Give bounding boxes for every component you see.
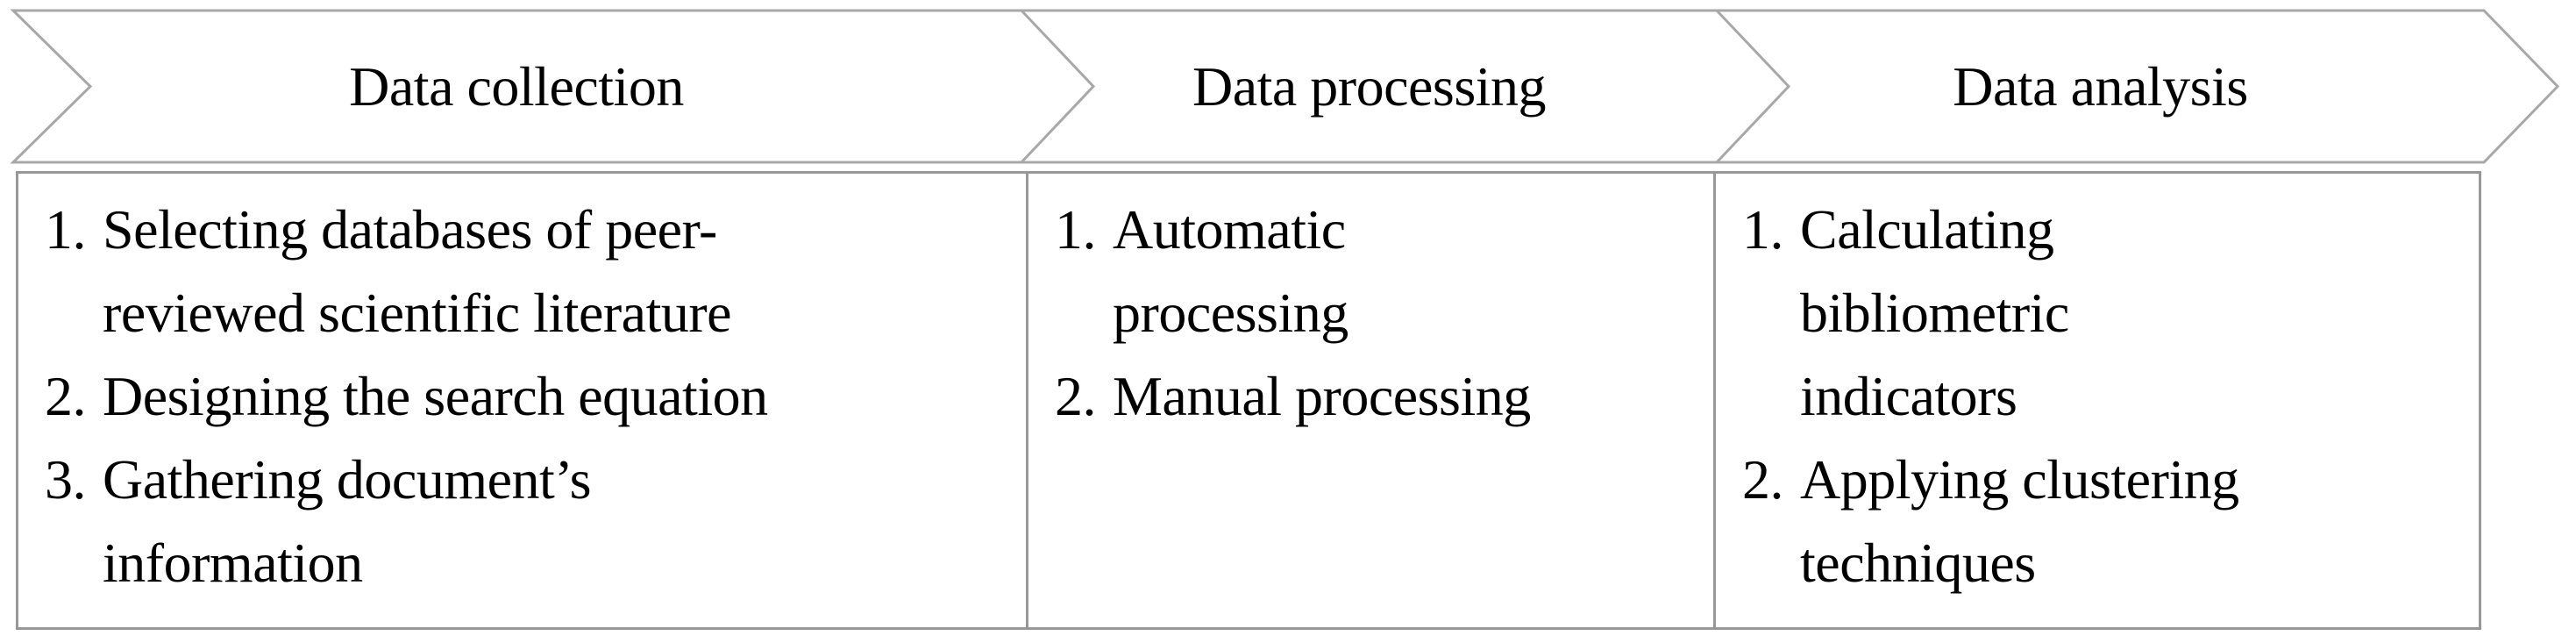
list-item-number: 2.: [1742, 448, 1784, 511]
list-item-line: reviewed scientific literature: [103, 282, 732, 344]
list-item-lines: Calculating bibliometric indicators: [1800, 188, 2463, 438]
list-item-lines: Gathering document’s information: [103, 438, 1010, 604]
list-item-line: Selecting databases of peer-: [103, 198, 717, 261]
list-item: 2. Manual processing: [1055, 354, 1697, 438]
list-item-line: techniques: [1800, 532, 2036, 594]
phase-label-data-processing: Data processing: [1192, 54, 1547, 118]
list-item-number: 2.: [1055, 365, 1097, 427]
list-item: 2. Designing the search equation: [45, 354, 1010, 438]
list-item: 2. Applying clustering techniques: [1742, 438, 2463, 604]
table-column-data-processing: 1. Automatic processing 2. Manual processing: [1028, 174, 1716, 627]
list-item-line: indicators: [1800, 365, 2017, 427]
table-column-data-analysis: 1. Calculating bibliometric indicators 2. App…: [1716, 174, 2479, 627]
table-column-data-collection: 1. Selecting databases of peer-reviewed s…: [18, 174, 1028, 627]
chevron-separator-icon: [1715, 9, 1791, 164]
list-item-line: processing: [1113, 282, 1348, 344]
list-item-line: Calculating: [1800, 198, 2054, 261]
list-item-line: Manual processing: [1113, 365, 1531, 427]
list-item-line: Applying clustering: [1800, 448, 2239, 511]
list-item-line: bibliometric: [1800, 282, 2069, 344]
list-item: 1. Selecting databases of peer-reviewed s…: [45, 188, 1010, 354]
list-item-line: information: [103, 532, 363, 594]
list-item-line: Designing the search equation: [103, 365, 768, 427]
list-item-number: 2.: [45, 365, 87, 427]
list-item-line: Automatic: [1113, 198, 1346, 261]
list-item-lines: Applying clustering techniques: [1800, 438, 2463, 604]
list-item-lines: Manual processing: [1113, 354, 1697, 438]
process-arrow-outline: [10, 9, 2560, 164]
list-item: 1. Calculating bibliometric indicators: [1742, 188, 2463, 438]
list-item-lines: Automatic processing: [1113, 188, 1697, 354]
list-item-lines: Selecting databases of peer-reviewed sci…: [103, 188, 1010, 354]
list-item-number: 1.: [1055, 198, 1097, 261]
phase-label-data-analysis: Data analysis: [1953, 54, 2248, 118]
list-item: 3. Gathering document’s information: [45, 438, 1010, 604]
list-item-number: 1.: [1742, 198, 1784, 261]
phase-details-table: 1. Selecting databases of peer-reviewed s…: [16, 171, 2481, 630]
phase-label-data-collection: Data collection: [349, 54, 684, 118]
list-item-number: 3.: [45, 448, 87, 511]
list-item-line: Gathering document’s: [103, 448, 591, 511]
list-item-lines: Designing the search equation: [103, 354, 1010, 438]
chevron-separator-icon: [1020, 9, 1096, 164]
list-item: 1. Automatic processing: [1055, 188, 1697, 354]
list-item-number: 1.: [45, 198, 87, 261]
